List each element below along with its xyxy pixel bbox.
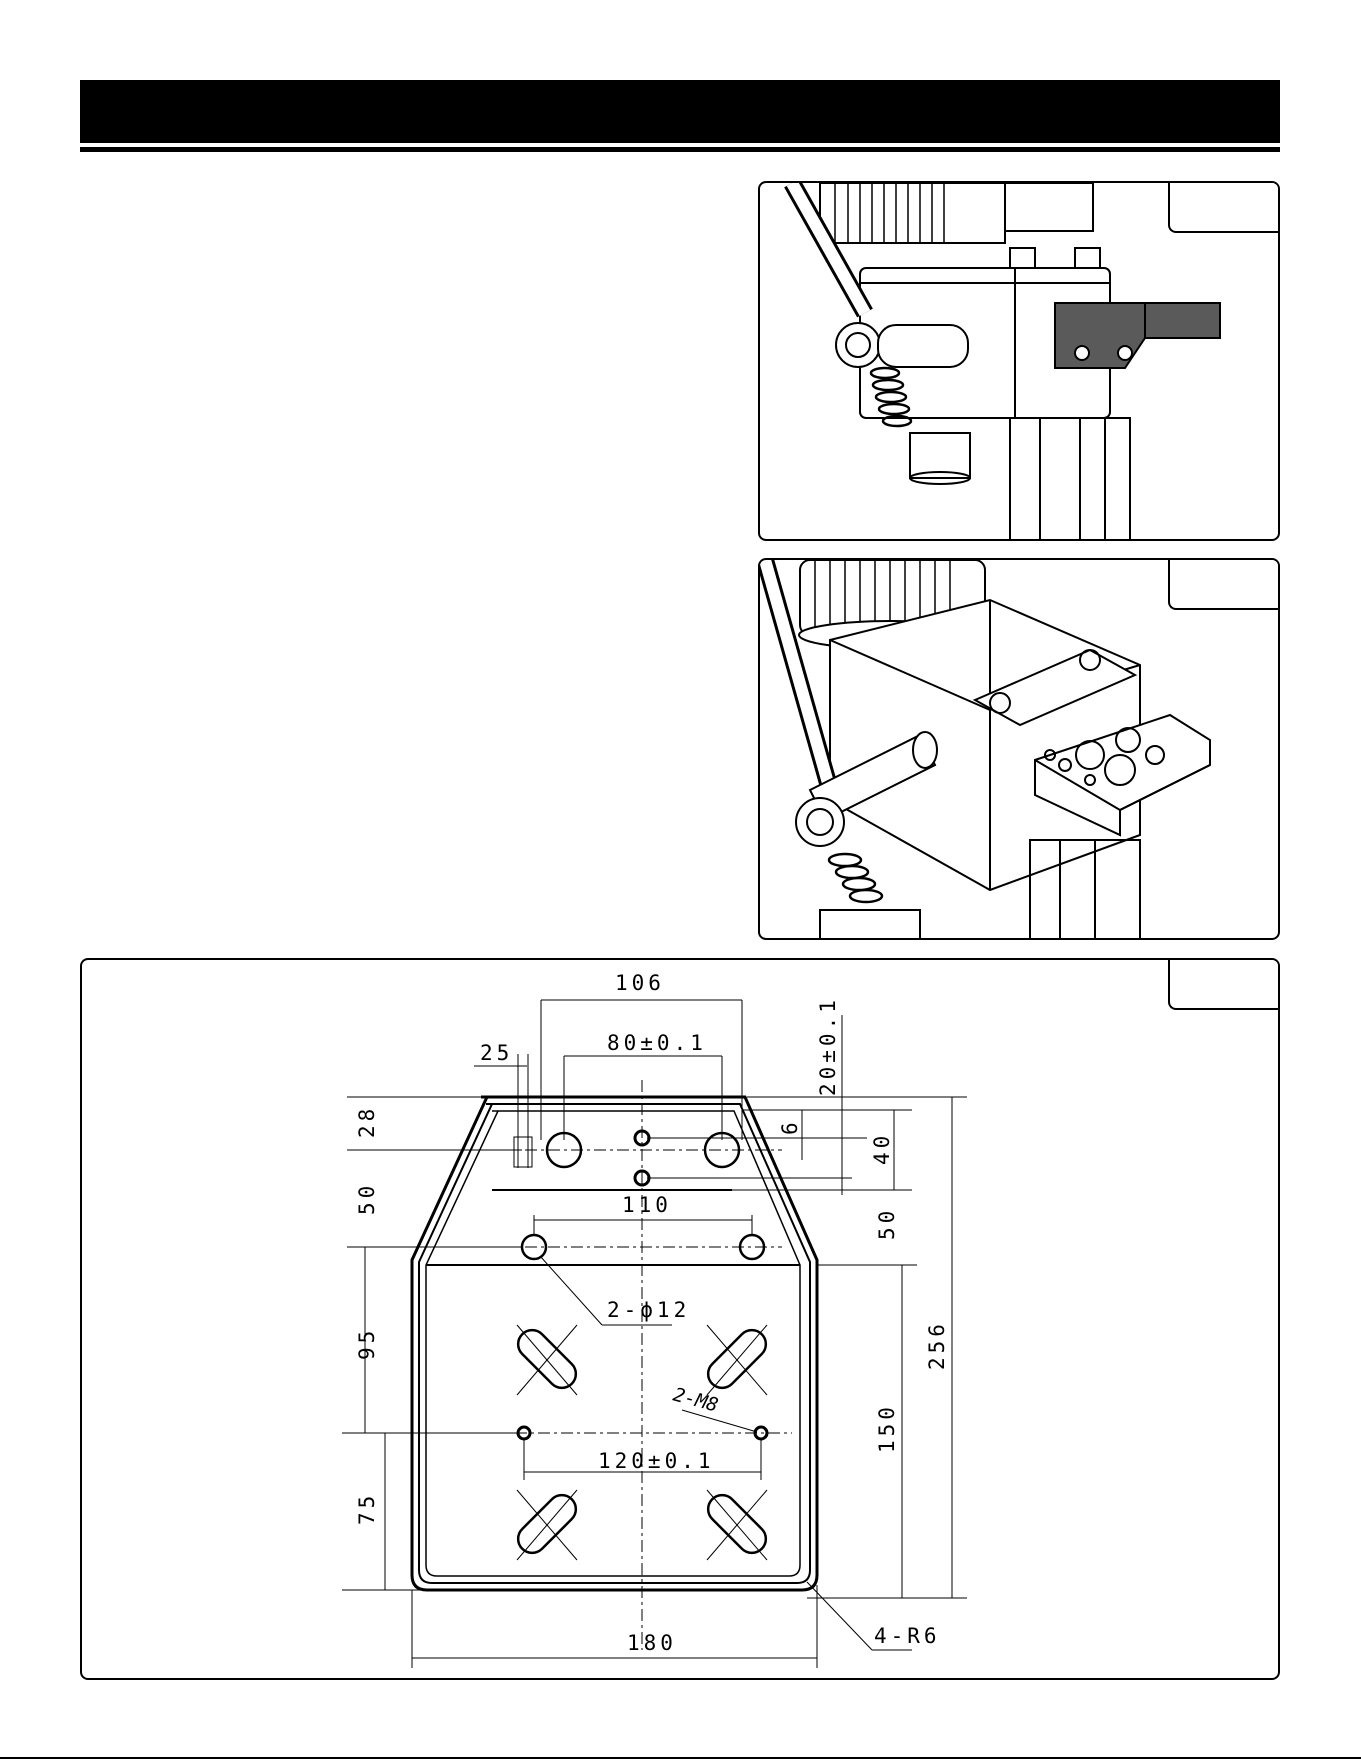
- dim-4-r6: 4-R6: [874, 1624, 941, 1648]
- dim-106: 106: [615, 971, 665, 995]
- figure-panel-drawing: 106 80±0.1 25 20±0.1 6 40 28 50 110 50 2…: [80, 958, 1280, 1680]
- machine-side-view-illustration: [760, 183, 1280, 541]
- dim-110: 110: [622, 1193, 672, 1217]
- figure-number-tag: [1168, 958, 1280, 1010]
- dim-50-left: 50: [355, 1182, 379, 1215]
- dim-25: 25: [480, 1041, 513, 1065]
- figure-number-tag: [1168, 558, 1280, 610]
- dim-50-right: 50: [875, 1207, 899, 1240]
- dim-120: 120±0.1: [598, 1449, 715, 1473]
- dim-2-phi12: 2-ϕ12: [607, 1298, 690, 1322]
- dim-75: 75: [355, 1492, 379, 1525]
- dim-80: 80±0.1: [607, 1031, 707, 1055]
- dim-95: 95: [355, 1327, 379, 1360]
- dim-20: 20±0.1: [816, 996, 840, 1096]
- dim-180: 180: [627, 1631, 677, 1655]
- base-plate-technical-drawing: 106 80±0.1 25 20±0.1 6 40 28 50 110 50 2…: [82, 960, 1280, 1680]
- dim-40: 40: [870, 1132, 894, 1165]
- header-rule: [80, 147, 1280, 152]
- figure-number-tag: [1168, 181, 1280, 233]
- dim-256: 256: [925, 1320, 949, 1370]
- figure-panel-middle: [758, 558, 1280, 940]
- dim-6: 6: [778, 1118, 802, 1135]
- machine-perspective-illustration: [760, 560, 1280, 940]
- dim-150: 150: [875, 1403, 899, 1453]
- footer-rule: [0, 1757, 1361, 1759]
- header-bar: [80, 80, 1280, 143]
- figure-panel-top: [758, 181, 1280, 541]
- dim-28: 28: [355, 1105, 379, 1138]
